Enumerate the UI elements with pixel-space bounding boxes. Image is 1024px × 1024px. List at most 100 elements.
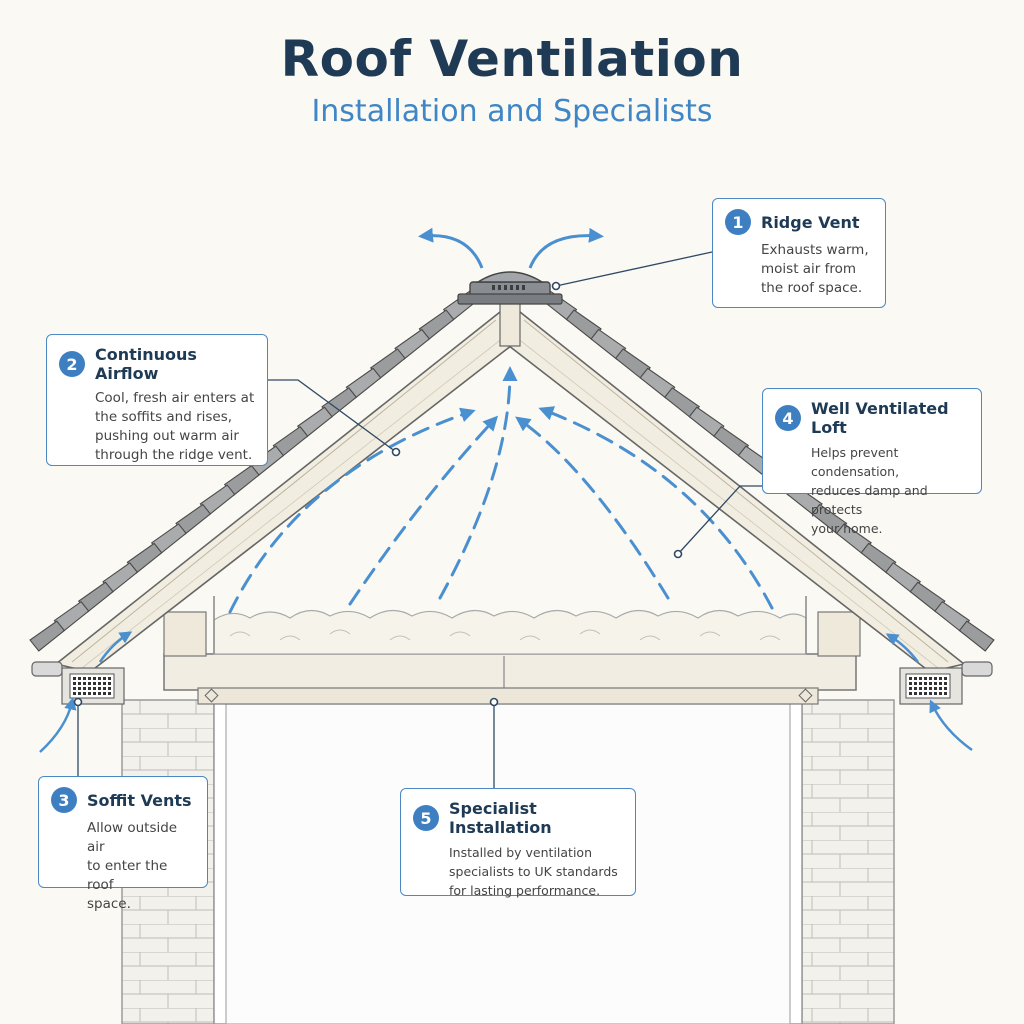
callout-line: through the ridge vent.	[95, 447, 253, 463]
roof-tile	[29, 620, 66, 652]
grille-hole	[78, 677, 81, 680]
roof-tile	[296, 406, 333, 438]
grille-hole	[73, 677, 76, 680]
grille-hole	[88, 677, 91, 680]
grille-hole	[103, 692, 106, 695]
intake-arrow-left-outer	[39, 697, 77, 753]
intake-arrow-right-outer	[929, 699, 973, 752]
grille-hole	[103, 677, 106, 680]
number-badge: 1	[725, 209, 751, 235]
roof-tile	[885, 562, 922, 594]
grille-hole	[934, 677, 937, 680]
roof-tile	[223, 464, 260, 497]
grille-hole	[78, 687, 81, 690]
grille-hole	[934, 687, 937, 690]
ceiling-joist	[163, 653, 857, 705]
intake-arrow-left-inner	[98, 631, 133, 663]
leader-lines	[77, 251, 762, 790]
roof-tile	[175, 503, 212, 536]
grille-hole	[88, 692, 91, 695]
roof-tile	[345, 367, 382, 399]
exhaust-arrow-right	[528, 227, 604, 269]
callout-line: your home.	[811, 521, 883, 536]
grille-hole	[924, 677, 927, 680]
grille-hole	[924, 692, 927, 695]
grille-hole	[914, 687, 917, 690]
callout-line: Exhausts warm,	[761, 242, 869, 258]
grille-hole	[914, 692, 917, 695]
callout-line: specialists to UK standards	[449, 864, 618, 879]
callout-title: Soffit Vents	[87, 790, 192, 810]
grille-hole	[93, 687, 96, 690]
grille-hole	[108, 682, 111, 685]
grille-hole	[78, 692, 81, 695]
roof-tile	[590, 328, 627, 361]
airflow-arrows	[228, 366, 774, 614]
grille-hole	[83, 677, 86, 680]
grille-hole	[98, 687, 101, 690]
roof-tile	[811, 503, 848, 536]
page-title: Roof Ventilation	[280, 30, 744, 88]
grille-hole	[929, 687, 932, 690]
grille-hole	[944, 677, 947, 680]
leader-dots	[73, 281, 683, 707]
grille-hole	[919, 682, 922, 685]
grille-hole	[93, 692, 96, 695]
ridge-vent-cap	[457, 271, 563, 305]
left-post	[163, 611, 207, 657]
callout-line: space.	[87, 896, 131, 912]
number-badge: 3	[51, 787, 77, 813]
roof-tile	[688, 406, 725, 438]
callout-title: Continuous Airflow	[95, 345, 197, 383]
roof-tile	[835, 523, 872, 555]
grille-hole	[909, 682, 912, 685]
grille-hole	[73, 692, 76, 695]
roof-tile	[199, 484, 236, 516]
grille-hole	[909, 677, 912, 680]
roof-tile	[639, 367, 676, 399]
roof-tiles-left	[29, 289, 479, 652]
callout-line: for lasting performance.	[449, 883, 601, 898]
grille-hole	[83, 687, 86, 690]
page-subtitle: Installation and Specialists	[311, 94, 713, 129]
left-soffit-vent	[31, 661, 125, 705]
grille-hole	[929, 682, 932, 685]
grille-hole	[934, 692, 937, 695]
callout-title: Well Ventilated Loft	[811, 399, 949, 437]
grille-hole	[83, 682, 86, 685]
grille-hole	[98, 692, 101, 695]
grille-hole	[914, 682, 917, 685]
grille-hole	[83, 692, 86, 695]
grille-hole	[73, 687, 76, 690]
roof-tile	[958, 620, 995, 652]
roof-tile	[272, 425, 309, 458]
grille-hole	[939, 677, 942, 680]
callout-line: Helps prevent condensation,	[811, 445, 900, 479]
callout-title: Specialist Installation	[449, 799, 552, 837]
grille-hole	[78, 682, 81, 685]
callout-line: moist air from	[761, 261, 857, 277]
number-badge: 2	[59, 351, 85, 377]
callout-line: the soffits and rises,	[95, 409, 233, 425]
roof-tiles-right	[541, 289, 995, 652]
grille-hole	[73, 682, 76, 685]
callout-line: Allow outside air	[87, 820, 178, 855]
grille-hole	[914, 677, 917, 680]
roof-tile	[150, 523, 187, 555]
grille-hole	[924, 687, 927, 690]
grille-hole	[939, 692, 942, 695]
callout-line: pushing out warm air	[95, 428, 239, 444]
grille-hole	[944, 687, 947, 690]
loft-insulation	[213, 609, 807, 655]
roof-tile	[565, 309, 602, 341]
right-wall	[801, 699, 895, 1024]
grille-hole	[934, 682, 937, 685]
grille-hole	[108, 687, 111, 690]
grille-hole	[98, 682, 101, 685]
grille-hole	[909, 692, 912, 695]
grille-hole	[939, 682, 942, 685]
exhaust-arrow-left	[418, 227, 484, 269]
